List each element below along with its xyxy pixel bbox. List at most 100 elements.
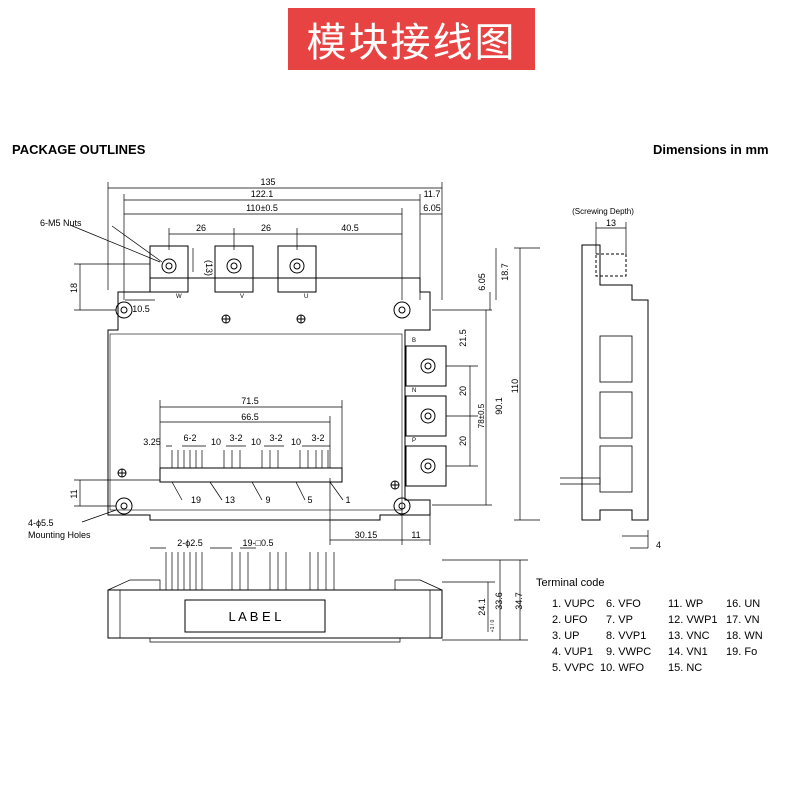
terminal-code-entry: 7. VP — [606, 614, 633, 626]
dim-right-end: 11.7 — [424, 189, 441, 199]
callout-holes: 4-ϕ5.5 — [28, 518, 54, 528]
dim-gap2: 10 — [251, 437, 261, 447]
terminal-block-b — [405, 345, 447, 387]
dim-18: 18 — [69, 283, 79, 293]
dim-grp-b: 3-2 — [229, 433, 242, 443]
terminal-code-entry: 2. UFO — [552, 614, 588, 626]
side-depth-value: 13 — [606, 218, 616, 228]
module-body-outline — [107, 277, 431, 521]
dim-pin-66-5: 66.5 — [241, 412, 259, 422]
terminal-code-entry: 4. VUP1 — [552, 646, 593, 658]
terminal-code-entry: 8. VVP1 — [606, 630, 647, 642]
terminal-code-entry: 5. VVPC — [552, 662, 595, 674]
dim-bot-11: 11 — [69, 489, 79, 498]
pin-number-13: 13 — [225, 495, 235, 505]
dim-r-110: 110 — [510, 379, 520, 393]
callout-nuts: 6-M5 Nuts — [40, 218, 82, 228]
top-view — [69, 182, 540, 545]
front-pin-spec-2: 19-□0.5 — [243, 538, 274, 548]
nut-n — [420, 408, 436, 424]
pin-number-9: 9 — [265, 495, 270, 505]
terminal-code-entry: 3. UP — [552, 630, 580, 642]
dim-bot-11b: 11 — [411, 530, 420, 540]
control-pins — [171, 450, 329, 468]
dim-grp-c: 3-2 — [269, 433, 282, 443]
dim-bot-30-15: 30.15 — [355, 530, 378, 540]
terminal-code-entry: 15. NC — [668, 662, 703, 674]
terminal-code-entry: 6. VFO — [606, 598, 641, 610]
pin-number-1: 1 — [345, 495, 350, 505]
pin-number-19: 19 — [191, 495, 201, 505]
top-letter-u: U — [304, 294, 308, 300]
side-thick-value: 4 — [656, 540, 661, 550]
dim-r-18-7: 18.7 — [500, 263, 510, 281]
dim-inner: 110±0.5 — [246, 203, 278, 213]
dim-pin-71-5: 71.5 — [241, 396, 259, 406]
nut-w — [161, 258, 177, 274]
side-view — [560, 222, 649, 549]
dim-gap1: 10 — [211, 437, 221, 447]
front-h-24-1-tol: +1 / 0 — [490, 619, 496, 632]
front-label: L A B E L — [228, 609, 281, 624]
terminal-code-entry: 12. VWP1 — [668, 614, 718, 626]
terminal-code-entry: 1. VUPC — [552, 598, 595, 610]
front-label-box — [184, 599, 326, 633]
dim-r-90-1: 90.1 — [494, 397, 504, 415]
dim-pitch3: 40.5 — [341, 223, 359, 233]
front-body — [107, 589, 443, 639]
callout-holes-label: Mounting Holes — [28, 530, 91, 540]
dim-r-20a: 20 — [458, 386, 468, 396]
terminal-code-entry: 13. VNC — [668, 630, 710, 642]
nut-b — [420, 358, 436, 374]
terminal-code-entry: 10. WFO — [600, 662, 645, 674]
dim-grp-d: 3-2 — [311, 433, 324, 443]
dim-r-21-5: 21.5 — [458, 329, 468, 347]
terminal-code-entry: 14. VN1 — [668, 646, 708, 658]
side-screw-depth — [595, 253, 627, 277]
side-letter-p: P — [412, 438, 416, 444]
terminal-code-entry: 16. UN — [726, 598, 761, 610]
dim-grp-a: 6-2 — [183, 433, 196, 443]
mounting-hole-bl — [115, 497, 133, 515]
front-h-24-1: 24.1 — [477, 598, 487, 616]
nut-v — [226, 258, 242, 274]
dim-overall: 135 — [260, 177, 275, 187]
terminal-code-entry: 19. Fo — [726, 646, 758, 658]
side-profile — [581, 244, 649, 521]
terminal-code-entry: 9. VWPC — [606, 646, 652, 658]
front-pin-spec-1: 2-ϕ2.5 — [177, 538, 203, 548]
dim-pitch2: 26 — [261, 223, 271, 233]
title-banner: 模块接线图 — [288, 8, 535, 70]
package-outlines-heading: PACKAGE OUTLINES — [12, 142, 146, 157]
dim-span: 122.1 — [251, 189, 274, 199]
pin-number-5: 5 — [307, 495, 312, 505]
dim-offset-right: 6.05 — [423, 203, 441, 213]
nut-p — [420, 458, 436, 474]
top-letter-v: V — [240, 294, 244, 300]
side-letter-b: B — [412, 338, 416, 344]
dim-pitch1: 26 — [196, 223, 206, 233]
terminal-code-entry: 11. WP — [668, 598, 704, 610]
dim-gap3: 10 — [291, 437, 301, 447]
nut-u — [289, 258, 305, 274]
dim-10-5: 10.5 — [132, 304, 150, 314]
mounting-hole-tr — [393, 301, 411, 319]
front-h-34-7: 34.7 — [514, 592, 524, 610]
dimensions-unit-heading: Dimensions in mm — [653, 142, 769, 157]
dim-nut-h: (13) — [204, 260, 214, 276]
front-pins — [165, 552, 335, 590]
dim-r-78: 78±0.5 — [477, 403, 486, 428]
banner-title: 模块接线图 — [306, 20, 517, 66]
terminal-block-n — [405, 395, 447, 437]
side-depth-label: (Screwing Depth) — [572, 207, 634, 216]
terminal-block-p — [405, 445, 447, 487]
dim-pin-3-25: 3.25 — [143, 437, 161, 447]
front-view — [107, 547, 528, 643]
top-letter-w: W — [176, 294, 182, 300]
front-h-33-6: 33.6 — [494, 592, 504, 610]
terminal-code-title: Terminal code — [536, 577, 605, 589]
dim-r-6-05: 6.05 — [477, 273, 487, 291]
terminal-code-entry: 17. VN — [726, 614, 760, 626]
side-letter-n: N — [412, 388, 416, 394]
